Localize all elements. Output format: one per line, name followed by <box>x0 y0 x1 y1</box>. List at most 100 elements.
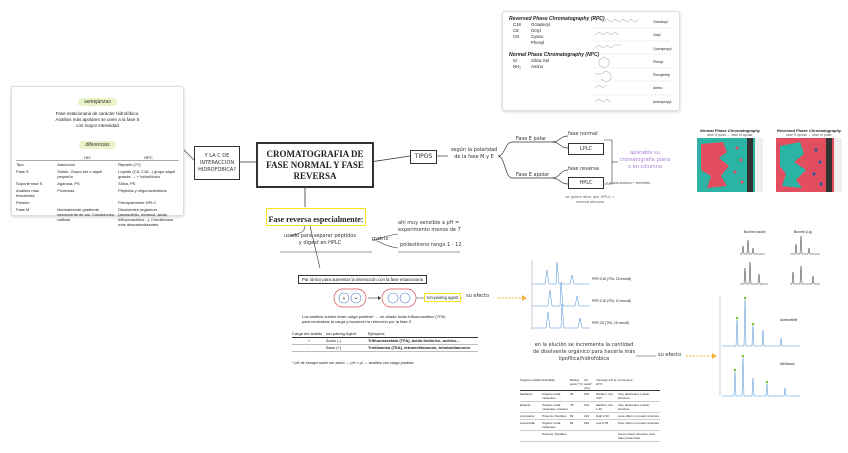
phase-row: Phenyl <box>513 40 679 46</box>
tipos-label: TIPOS <box>414 153 433 160</box>
solvent-cell: Proteins, Peptides <box>542 414 567 418</box>
ion-pair-agent: Ion-pairing agent <box>424 293 462 302</box>
row-rpc: Líquido (C8, C18...) grupo alquil grande… <box>118 169 175 179</box>
right-top-label-2: Bovine β-lg <box>794 230 812 234</box>
ion-table-cell: Ácido (-) <box>326 338 342 343</box>
ion-table-cell: + <box>307 338 311 343</box>
solvent-cell: Organic small molecules <box>542 392 561 400</box>
solvent-cell: Methanol <box>520 392 533 396</box>
hplc-footnote: se quiere decir que HPLC = reversa siemp… <box>565 194 615 204</box>
solvent-cell: Proteins, Peptides <box>542 432 567 436</box>
chromatogram-labels: PRP-C18 (TFA, 15 mmol/l) PRP-C18 (TFA, 10… <box>592 268 652 334</box>
branch-apolar: Fase E apolar <box>516 172 550 178</box>
solvent-head-cell: Viscosity mP at 20°C <box>596 378 617 386</box>
row-key: Fase S <box>16 169 29 174</box>
interaction-label: Y LA C DE INTERACCION HIDROFOBICA? <box>198 152 236 173</box>
comparison-row: Fase S Sólido. Grupo enl o alquil pequeño… <box>16 168 179 180</box>
ion-table-cell: - <box>308 345 310 350</box>
solvent-cell: 190 <box>584 421 590 425</box>
solvent-cell: Medium: low 0.60 <box>596 392 613 400</box>
row-rpc: Sílica, PS <box>118 181 136 186</box>
tipos-box[interactable]: TIPOS <box>410 150 437 164</box>
phase-name: Silica Gel <box>531 58 550 63</box>
structure-label: Amino <box>653 86 663 91</box>
reversed-phase-sub: fase S apolar ← fase M polar <box>786 133 832 137</box>
row-key: Analitos más frecuentes <box>16 188 39 198</box>
branch-polar: Fase E polar <box>516 136 547 142</box>
row-hic: Normalmente gradiente decreciente de sal… <box>57 207 114 222</box>
solvent-cell: 78 <box>570 403 574 407</box>
usado-peptidos: usado para separar péptidos y digest en … <box>284 233 356 246</box>
npc-title: Normal Phase Chromatography (NPC) <box>509 52 600 58</box>
solvent-cell: 210 <box>584 403 590 407</box>
elution-note: en la elución se incrementa la cantidad … <box>532 342 636 362</box>
reversa-box[interactable]: HPLC <box>568 177 604 189</box>
reversa-note: + usada analitos + sensibles <box>606 181 651 185</box>
solvent-head-cell: UV cutoff (nm) <box>584 378 592 390</box>
solvent-cell: Good protein structure, less than protei… <box>618 432 655 440</box>
sensible-ph: ahí muy sensible a pH = experimento meno… <box>398 220 461 233</box>
ion-table-row: -Base (+)Trietilamina (TEA), tetrametila… <box>292 345 478 352</box>
solvent-cell: 210 <box>584 414 590 418</box>
phase-name: Phenyl <box>531 40 545 45</box>
solvent-cell: Acetonitrile <box>520 421 535 425</box>
similarities-text: Fase estacionaria de carácter hidrofóbic… <box>55 111 140 128</box>
comparison-row: Fase M Normalmente gradiente decreciente … <box>16 206 179 228</box>
phase-name: Octyl <box>531 28 541 33</box>
differences-pill: diferencias <box>79 141 116 149</box>
chromatogram-label: PRP-C18 (TFA, 15 mmol/l) <box>592 277 632 281</box>
fase-reversa-especial-title: Fase reversa especialmente: <box>268 215 364 224</box>
row-key: Fase M <box>16 207 30 212</box>
central-topic[interactable]: CROMATOGRAFIA DE FASE NORMAL Y FASE REVE… <box>256 142 374 188</box>
phase-abbr: CN <box>513 34 520 39</box>
row-key: Presión <box>16 200 30 205</box>
solvent-cell: High 2.30 <box>596 414 609 418</box>
structure-label: Cyanopropyl <box>653 46 672 51</box>
fase-reversa-especial[interactable]: Fase reversa especialmente: <box>266 208 366 226</box>
ion-pair-note: Los analitos suelen tener carga positiva… <box>302 314 446 324</box>
interaction-box[interactable]: Y LA C DE INTERACCION HIDROFOBICA? <box>194 146 240 180</box>
ion-pair-heading: Par iónico para aumentar la interacción … <box>298 275 428 284</box>
applicable-note: aplicable su cromatografía plana o en co… <box>619 150 671 170</box>
svg-text:+: + <box>343 296 346 302</box>
row-rpc: Principalmente HPLC <box>118 200 157 205</box>
row-hic: Sólido. Grupo enl o alquil pequeño <box>57 169 102 179</box>
comparison-row: Presión Principalmente HPLC <box>16 199 179 206</box>
right-top-label-1: Bovine insulin <box>744 230 766 234</box>
ion-table-head-cell: Ion-pairing Agent <box>326 331 357 336</box>
phase-row: Si Silica Gel <box>513 58 679 64</box>
structure-label: Phenylethyl <box>653 73 671 78</box>
chromatogram-label: PRP-C8 (TFA, 15 mmol/l) <box>592 321 630 325</box>
solvent-cell: 82 <box>570 421 574 425</box>
solvent-cell: Organic small molecules, proteins <box>542 403 568 411</box>
polarity-criterion: según la polaridad de la fase M y E <box>450 147 498 160</box>
row-rpc: Reparto (??) <box>118 162 141 167</box>
solvent-cell: Medium: low 1.20 <box>596 403 613 411</box>
normal-box[interactable]: LPLC <box>568 143 604 155</box>
phase-abbr: NH₂ <box>513 64 521 69</box>
chromatogram-label: PRP-C18 (TFA, 10 mmol/l) <box>592 299 632 303</box>
solvent-cell: Less effect on protein structure <box>618 414 660 418</box>
normal-phase-image: Normal Phase Chromatography fase S polar… <box>697 128 763 192</box>
phase-name: Cyano <box>531 34 544 39</box>
matriz-label: matriz: <box>372 236 390 242</box>
structure-label: Aminopropyl <box>653 99 672 104</box>
phase-abbr: Si <box>513 58 517 63</box>
row-rpc: Disolventes orgánicos (acetonitrilo, met… <box>118 207 174 227</box>
solvent-cell: Low 0.35 <box>596 421 609 425</box>
similarities-pill: semejanzas <box>78 98 117 106</box>
phase-abbr: C18 <box>513 22 521 27</box>
normal-label: fase normal <box>568 131 598 137</box>
